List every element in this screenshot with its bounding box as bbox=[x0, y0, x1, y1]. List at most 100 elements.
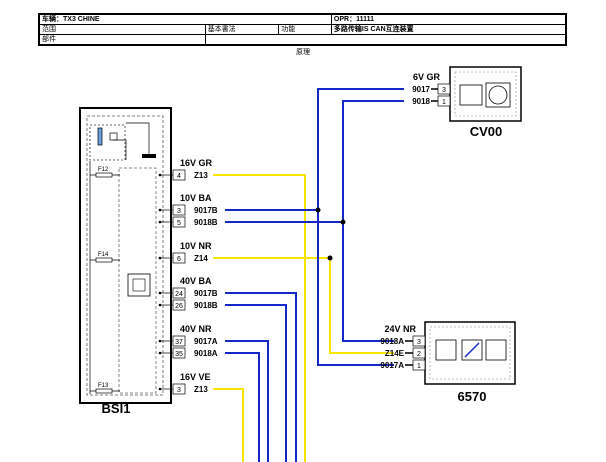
wire-label: Z14 bbox=[194, 254, 208, 263]
pin-box bbox=[172, 204, 186, 216]
wire-9017b-mid bbox=[225, 292, 297, 462]
cv00-module: CV00 6V GR bbox=[413, 66, 522, 139]
splice-z14 bbox=[327, 255, 333, 261]
pin-number: 4 bbox=[177, 173, 181, 180]
wire-9018a bbox=[225, 352, 260, 462]
relay-contact bbox=[109, 132, 118, 141]
wire-label: 9018A bbox=[194, 349, 218, 358]
wire-z14 bbox=[213, 257, 394, 354]
bsi1-chip-icon bbox=[127, 273, 151, 297]
module-6570-wire-label: Z14E bbox=[385, 349, 405, 358]
module-6570-chip-icon bbox=[435, 339, 457, 361]
module-6570-wire-label: 9018A bbox=[380, 337, 404, 346]
wire-label: 9018B bbox=[194, 218, 218, 227]
wire-9018b-mid bbox=[225, 304, 287, 462]
cv00-pin-box bbox=[437, 95, 451, 107]
cv00-wire-label: 9017 bbox=[412, 85, 430, 94]
cv00-chip-icon bbox=[459, 84, 483, 106]
pin-dot bbox=[158, 387, 162, 391]
bsi1-internal-bus bbox=[118, 167, 157, 394]
wire-label: Z13 bbox=[194, 385, 208, 394]
pin-number: 3 bbox=[177, 208, 181, 215]
splice-dots bbox=[315, 207, 346, 261]
ground-symbol bbox=[142, 154, 156, 158]
diagram-caption: 原理 bbox=[296, 48, 310, 56]
pin-box bbox=[172, 335, 186, 347]
cv00-pin-number: 3 bbox=[442, 87, 446, 94]
bsi1-inner-frame bbox=[86, 115, 164, 396]
pin-number: 5 bbox=[177, 220, 181, 227]
cv00-connector-icon bbox=[485, 82, 511, 108]
wire-9018 bbox=[342, 100, 404, 342]
module-6570-pin-number: 3 bbox=[417, 339, 421, 346]
module-6570-pin-box bbox=[412, 335, 426, 347]
cv00-pin-box bbox=[437, 83, 451, 95]
bsi1-connector-label: 16V VE bbox=[180, 372, 211, 382]
fuse-f14 bbox=[95, 257, 113, 263]
cv00-pins: 9017 3 9018 1 bbox=[412, 83, 451, 107]
pin-dot bbox=[158, 256, 162, 260]
module-6570-pin-number: 2 bbox=[417, 351, 421, 358]
pin-number: 35 bbox=[175, 351, 183, 358]
fuse-label: F14 bbox=[98, 252, 109, 258]
pin-box bbox=[172, 252, 186, 264]
bsi1-name: BSI1 bbox=[102, 401, 131, 416]
splice-9018 bbox=[340, 219, 346, 225]
splice-9017 bbox=[315, 207, 321, 213]
pin-dot bbox=[158, 291, 162, 295]
wire-label: 9017B bbox=[194, 289, 218, 298]
bsi1-connector-label: 10V BA bbox=[180, 193, 212, 203]
fuse-f13 bbox=[95, 388, 113, 394]
fuse-label: F12 bbox=[98, 167, 109, 173]
bsi1-connector-label: 40V NR bbox=[180, 324, 212, 334]
pin-box bbox=[172, 383, 186, 395]
wire-9017a bbox=[225, 340, 269, 462]
fuse-label: F13 bbox=[98, 383, 109, 389]
pin-number: 3 bbox=[177, 387, 181, 394]
wire-z13-bottom bbox=[213, 388, 244, 462]
pin-box bbox=[172, 169, 186, 181]
wire-label: 9018B bbox=[194, 301, 218, 310]
wires bbox=[213, 88, 404, 462]
fuse-f12 bbox=[95, 172, 113, 178]
module-6570-connector-label: 24V NR bbox=[384, 324, 416, 334]
pin-box bbox=[172, 216, 186, 228]
module-6570-pin-box bbox=[412, 347, 426, 359]
cv00-connector-label: 6V GR bbox=[413, 72, 441, 82]
cv00-pin-number: 1 bbox=[442, 99, 446, 106]
module-6570-display-icon bbox=[485, 339, 507, 361]
wire-9017 bbox=[317, 88, 404, 366]
relay-frame bbox=[89, 124, 126, 161]
module-6570: 6570 24V NR bbox=[384, 321, 516, 404]
pin-box bbox=[172, 287, 186, 299]
wire-z13-top bbox=[213, 174, 306, 462]
module-6570-name: 6570 bbox=[458, 389, 487, 404]
wire-label: 9017A bbox=[194, 337, 218, 346]
pin-number: 6 bbox=[177, 256, 181, 263]
header-table: 车辆：TX3 CHINE OPR：11111 范围 基本書法 功能 多路传输IS… bbox=[38, 13, 567, 46]
module-6570-wire-label: 9017A bbox=[380, 361, 404, 370]
pin-dot bbox=[158, 339, 162, 343]
component-value bbox=[204, 34, 567, 45]
cv00-wire-label: 9018 bbox=[412, 97, 430, 106]
pin-box bbox=[172, 299, 186, 311]
module-6570-pin-number: 1 bbox=[417, 363, 421, 370]
pin-number: 24 bbox=[175, 291, 183, 298]
wire-label: Z13 bbox=[194, 171, 208, 180]
bsi1-connector-label: 10V NR bbox=[180, 241, 212, 251]
pin-dot bbox=[158, 351, 162, 355]
pin-dot bbox=[158, 220, 162, 224]
pin-number: 37 bbox=[175, 339, 183, 346]
bsi1-connector-label: 40V BA bbox=[180, 276, 212, 286]
pin-dot bbox=[158, 208, 162, 212]
bsi1-outline bbox=[79, 107, 172, 404]
bsi1-module: BSI1 bbox=[79, 107, 172, 416]
pin-box bbox=[172, 347, 186, 359]
cv00-name: CV00 bbox=[470, 124, 503, 139]
pin-dot bbox=[158, 173, 162, 177]
pin-dot bbox=[158, 303, 162, 307]
